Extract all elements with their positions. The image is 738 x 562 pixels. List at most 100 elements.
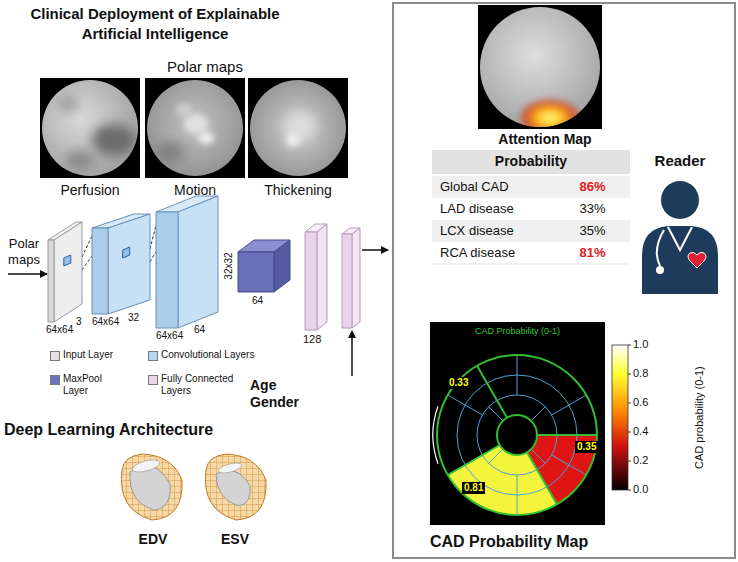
probability-table (432, 264, 630, 265)
reader-icon (656, 266, 664, 274)
right-panel-border (393, 3, 735, 558)
reader-icon (642, 226, 718, 294)
layer-face (108, 214, 150, 314)
fully-connected-layer (342, 234, 352, 328)
perfusion-polar-map (58, 96, 78, 112)
layer-shape (156, 196, 218, 328)
motion-polar-map (198, 132, 214, 144)
layer-face (54, 222, 82, 322)
layer-shape (305, 224, 327, 330)
section-heading: Deep Learning Architecture (4, 420, 213, 439)
role-label: Reader (640, 152, 720, 170)
input-feature: Gender (250, 394, 299, 411)
table-cell: 33% (555, 201, 630, 217)
dimension-label: 32 (128, 312, 139, 324)
legend-swatch (50, 375, 60, 385)
dimension-label: 128 (303, 333, 321, 346)
reader-icon (688, 252, 706, 268)
dimension-label: 3 (76, 316, 82, 328)
motion-polar-map (147, 80, 243, 176)
motion-polar-map (176, 104, 192, 116)
fully-connected-layer (342, 228, 360, 328)
edv-ventricle-mesh (121, 454, 182, 520)
table-cell: 35% (555, 223, 630, 239)
layer-face (156, 212, 178, 328)
output-arrow (362, 249, 388, 251)
thickening-polar-map (248, 78, 348, 178)
motion-polar-map (184, 114, 208, 134)
color-bar (628, 345, 631, 490)
layer-shape (238, 240, 290, 292)
layer-face (178, 196, 218, 328)
segment-value: 0.33 (447, 377, 470, 389)
cad-probability-bullseye (448, 366, 597, 505)
cad-probability-bullseye (437, 355, 597, 515)
table-cell: 81% (555, 245, 630, 261)
thickening-polar-map (285, 111, 315, 147)
projection-connector (82, 236, 92, 270)
table-cell: RCA disease (440, 245, 552, 261)
fully-connected-layer (352, 228, 360, 328)
dimension-label: 64 (194, 324, 205, 336)
demographics-arrow (352, 331, 353, 376)
motion-polar-map (145, 78, 245, 178)
esv-ventricle-mesh (217, 461, 242, 475)
perfusion-polar-map (58, 96, 136, 169)
input-label: Polar maps (0, 236, 48, 268)
motion-polar-map (156, 143, 184, 161)
cad-probability-bullseye (433, 406, 438, 463)
dimension-label: 32x32 (223, 249, 235, 283)
image-caption: CAD Probability Map (430, 532, 588, 551)
section-heading: Polar maps (150, 58, 260, 76)
cad-probability-bullseye (448, 445, 557, 515)
table-cell: LCX disease (440, 223, 552, 239)
volume-label: EDV (118, 531, 188, 548)
thickening-polar-map (286, 133, 300, 147)
volume-label: ESV (200, 531, 270, 548)
thickening-polar-map (248, 78, 348, 178)
perfusion-polar-map (92, 124, 136, 156)
fully-connected-layer: 128 (305, 224, 327, 330)
legend-swatch (50, 351, 60, 361)
input-arrow (8, 273, 47, 275)
maxpool-layer: 32x3264 (238, 240, 290, 292)
table-cell: LAD disease (440, 201, 552, 217)
probability-table (432, 150, 630, 264)
reader-icon (657, 230, 664, 266)
perfusion-polar-map (42, 80, 138, 176)
figure-title: Clinical Deployment of Explainable Artif… (2, 4, 308, 44)
edv-ventricle-mesh (131, 458, 161, 475)
table-cell: 86% (555, 179, 630, 195)
probability-table (432, 242, 630, 264)
convolutional-layer: 64x6464 (156, 196, 218, 328)
tick-label: 0.8 (633, 367, 648, 380)
legend-swatch (148, 375, 158, 385)
input-feature: Age (250, 377, 276, 394)
table-header: Probability (432, 153, 630, 170)
probability-table (432, 176, 630, 198)
legend-text: Fully Connected Layers (161, 373, 243, 397)
cad-probability-bullseye (437, 355, 597, 515)
probability-table (432, 198, 630, 220)
legend-text: Input Layer (63, 349, 143, 361)
attention-map (478, 5, 602, 138)
demographics-arrow (351, 331, 353, 376)
legend-text: MaxPool Layer (63, 373, 115, 397)
map-caption: Perfusion (40, 182, 140, 199)
layer-face (123, 247, 130, 258)
tick-label: 0.0 (633, 483, 648, 496)
table-cell: Global CAD (440, 179, 552, 195)
dimension-label: 64x64 (46, 324, 73, 336)
color-bar (612, 345, 628, 490)
projection-connector (150, 225, 156, 262)
perfusion-polar-map (40, 78, 140, 178)
segment-value: 0.35 (575, 441, 598, 453)
right-panel-border (393, 3, 735, 558)
layer-shape (48, 222, 82, 322)
input-layer: 64x643 (48, 222, 82, 322)
motion-polar-map (156, 104, 214, 161)
probability-table (432, 150, 630, 174)
image-caption: Attention Map (470, 131, 620, 148)
motion-polar-map (145, 78, 245, 178)
